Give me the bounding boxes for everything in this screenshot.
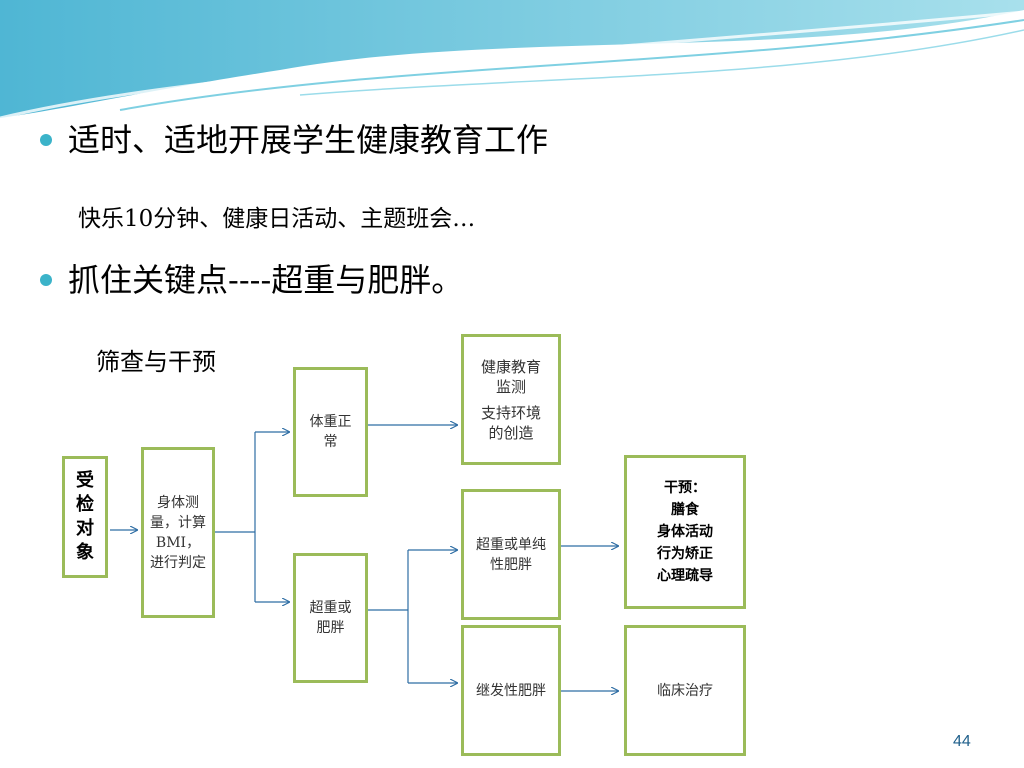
bullet-overweight: 抓住关键点----超重与肥胖。 xyxy=(40,264,463,296)
box-measure-text: 身体测量，计算BMI，进行判定 xyxy=(150,494,206,571)
header-wave-decoration xyxy=(0,0,1024,120)
box-edu-line: 健康教育 xyxy=(480,357,541,376)
box-health-education: 健康教育 监测 支持环境 的创造 xyxy=(461,334,561,465)
activities-subtext: 快乐10分钟、健康日活动、主题班会… xyxy=(78,206,476,232)
box-simple-text: 超重或单纯性肥胖 xyxy=(476,536,546,573)
bullet-health-education: 适时、适地开展学生健康教育工作 xyxy=(40,124,548,156)
box-intervention-line: 干预： xyxy=(664,480,706,496)
box-intervention: 干预： 膳食 身体活动 行为矫正 心理疏导 xyxy=(624,455,746,609)
box-normal-text: 体重正常 xyxy=(309,414,352,450)
box-clinical-text: 临床治疗 xyxy=(657,682,713,699)
box-subject-char: 受 xyxy=(76,470,94,491)
box-subject-char: 象 xyxy=(76,542,94,563)
box-clinical-treatment: 临床治疗 xyxy=(624,625,746,756)
box-subject-char: 对 xyxy=(76,518,94,539)
box-simple-obesity: 超重或单纯性肥胖 xyxy=(461,489,561,620)
box-subject-char: 检 xyxy=(76,494,94,515)
bullet-icon xyxy=(40,274,52,286)
box-normal-weight: 体重正常 xyxy=(293,367,368,497)
bullet-text: 适时、适地开展学生健康教育工作 xyxy=(68,121,549,159)
box-intervention-line: 膳食 xyxy=(671,502,699,518)
bullet-icon xyxy=(40,134,52,146)
page-number: 44 xyxy=(953,733,971,750)
box-measure-bmi: 身体测量，计算BMI，进行判定 xyxy=(141,447,215,618)
box-secondary-text: 继发性肥胖 xyxy=(476,682,546,699)
box-subject: 受 检 对 象 xyxy=(62,456,108,578)
box-edu-line: 的创造 xyxy=(488,423,534,442)
box-intervention-line: 心理疏导 xyxy=(657,568,713,584)
box-edu-line: 监测 xyxy=(495,377,526,396)
box-secondary-obesity: 继发性肥胖 xyxy=(461,625,561,756)
box-intervention-line: 身体活动 xyxy=(657,524,713,540)
box-edu-line: 支持环境 xyxy=(480,403,541,422)
screening-label: 筛查与干预 xyxy=(96,348,216,376)
box-overweight-text: 超重或肥胖 xyxy=(309,600,352,636)
box-overweight: 超重或肥胖 xyxy=(293,553,368,683)
bullet-text: 抓住关键点----超重与肥胖。 xyxy=(68,261,464,299)
box-intervention-line: 行为矫正 xyxy=(657,546,713,562)
